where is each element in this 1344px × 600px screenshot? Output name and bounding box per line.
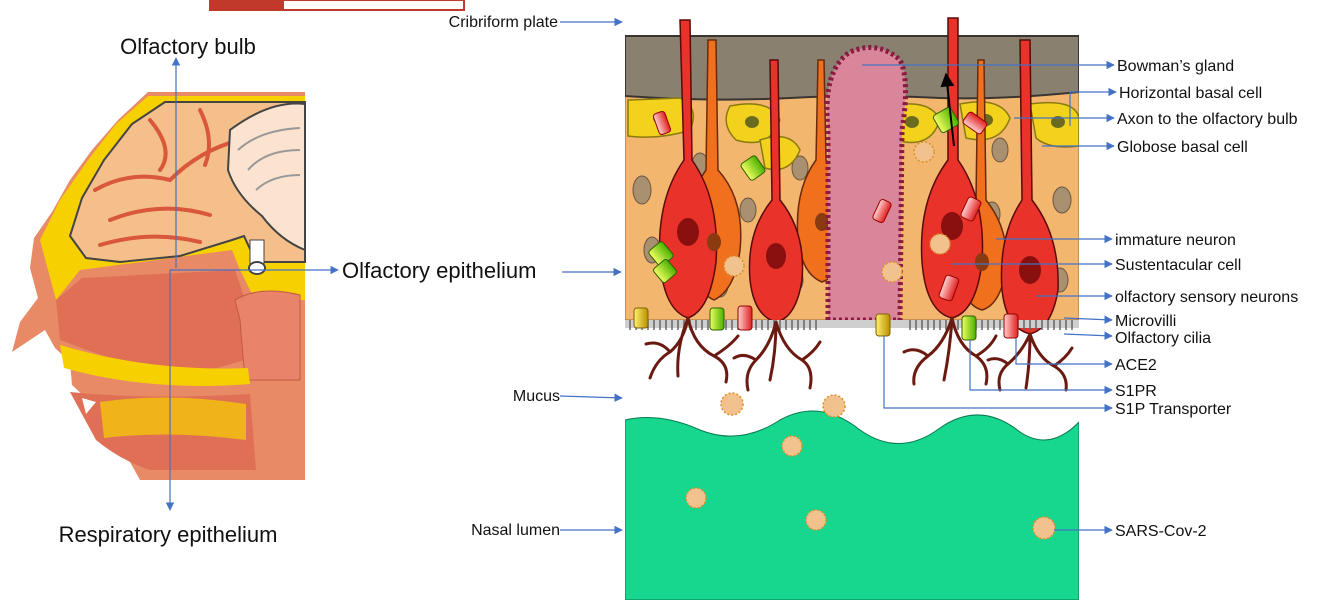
label-respiratory-epithelium: Respiratory epithelium [59,522,278,547]
label-s1pr: S1PR [1115,383,1157,400]
cell-panel [625,0,1079,600]
label-mucus: Mucus [513,388,560,405]
label-bowmans-gland: Bowman’s gland [1117,58,1234,75]
label-olfactory-epithelium: Olfactory epithelium [342,258,536,283]
label-cribriform-plate: Cribriform plate [449,14,558,31]
header-tab [210,0,464,10]
label-ace2: ACE2 [1115,357,1157,374]
label-globose-basal-cell: Globose basal cell [1117,139,1248,156]
label-axon-to-bulb: Axon to the olfactory bulb [1117,111,1298,128]
label-immature-neuron: immature neuron [1115,232,1236,249]
label-horizontal-basal-cell: Horizontal basal cell [1119,85,1262,102]
label-olfactory-bulb: Olfactory bulb [120,34,256,59]
label-sars-cov-2: SARS-Cov-2 [1115,523,1207,540]
head-section [12,92,305,480]
label-microvilli: Microvilli [1115,313,1176,330]
label-sustentacular-cell: Sustentacular cell [1115,257,1241,274]
label-nasal-lumen: Nasal lumen [471,522,560,539]
label-olfactory-cilia: Olfactory cilia [1115,330,1211,347]
label-olfactory-sensory-neurons: olfactory sensory neurons [1115,289,1298,306]
label-s1p-transporter: S1P Transporter [1115,401,1232,418]
